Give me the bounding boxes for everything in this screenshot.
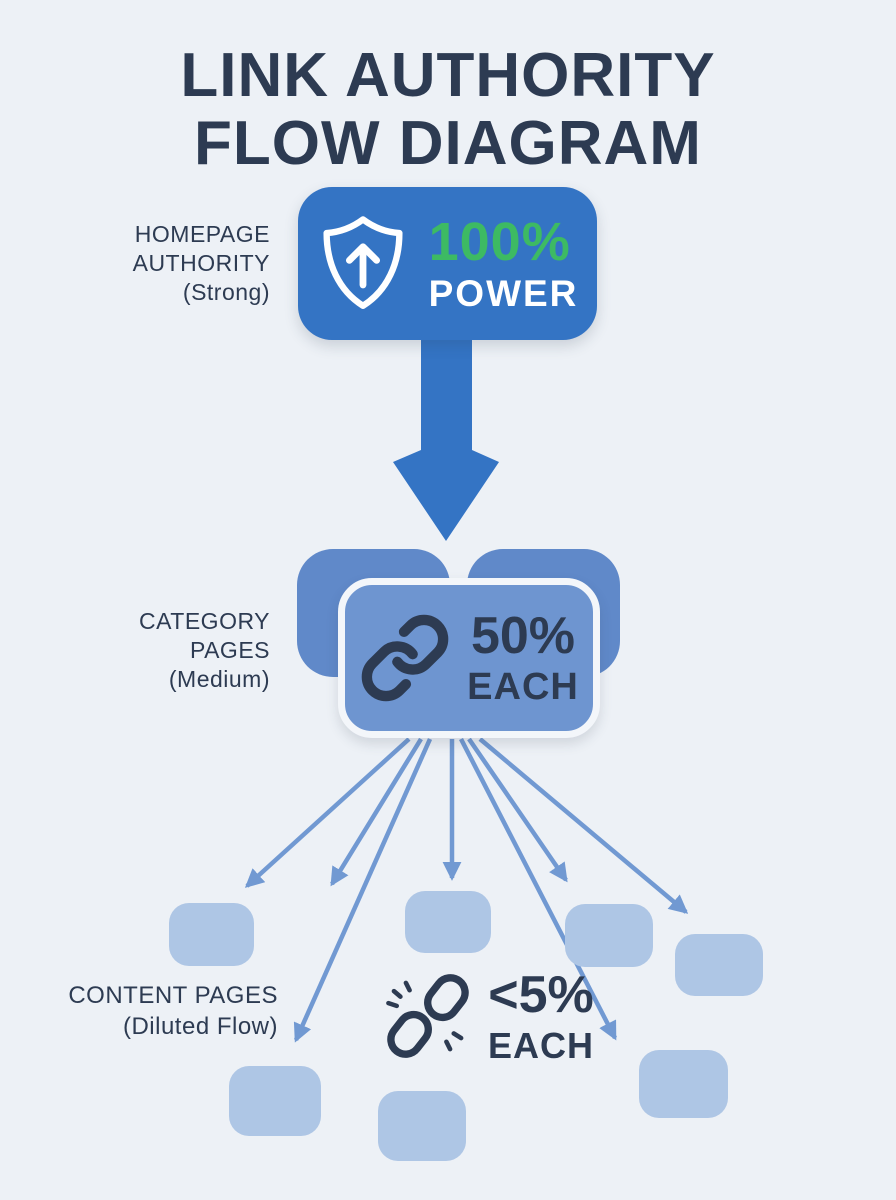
content-page-box (229, 1066, 321, 1136)
main-flow-arrow (393, 332, 499, 541)
dilution-arrows (244, 737, 689, 1043)
homepage-label-line1: HOMEPAGE (134, 221, 270, 247)
broken-link-icon (386, 974, 469, 1058)
category-label-line3: (Medium) (168, 666, 270, 692)
category-value: 50% EACH (467, 610, 579, 706)
content-page-box (169, 903, 254, 966)
title-line-1: LINK AUTHORITY (180, 41, 716, 110)
category-label-line1: CATEGORY (139, 608, 270, 634)
category-each-word: EACH (467, 666, 579, 708)
content-page-box (405, 891, 491, 953)
category-pages-label: CATEGORY PAGES (Medium) (10, 607, 270, 694)
content-percentage: <5% (488, 965, 594, 1024)
content-page-box (675, 934, 763, 996)
homepage-label-line3: (Strong) (182, 279, 270, 305)
category-pages-node: 50% EACH (338, 578, 600, 738)
category-percentage: 50% (470, 607, 576, 665)
content-label-line1: CONTENT PAGES (68, 982, 278, 1009)
content-page-box (378, 1091, 466, 1161)
content-pages-label: CONTENT PAGES (Diluted Flow) (0, 980, 278, 1042)
content-value: <5% EACH (488, 969, 594, 1064)
homepage-power-word: POWER (428, 273, 579, 314)
homepage-percentage: 100% (428, 212, 571, 272)
content-label-line2: (Diluted Flow) (122, 1013, 278, 1040)
homepage-authority-label: HOMEPAGE AUTHORITY (Strong) (10, 220, 270, 307)
page-title: LINK AUTHORITY FLOW DIAGRAM (0, 42, 896, 178)
category-label-line2: PAGES (189, 637, 270, 663)
chain-link-icon (361, 614, 449, 702)
content-each-word: EACH (488, 1024, 595, 1066)
content-dilution-annotation: <5% EACH (382, 968, 594, 1064)
content-page-box (565, 904, 653, 967)
homepage-label-line2: AUTHORITY (132, 250, 270, 276)
homepage-value: 100% POWER (429, 215, 579, 312)
shield-up-arrow-icon (323, 215, 403, 309)
title-line-2: FLOW DIAGRAM (194, 109, 702, 178)
content-page-box (639, 1050, 728, 1118)
homepage-authority-node: 100% POWER (298, 187, 597, 340)
